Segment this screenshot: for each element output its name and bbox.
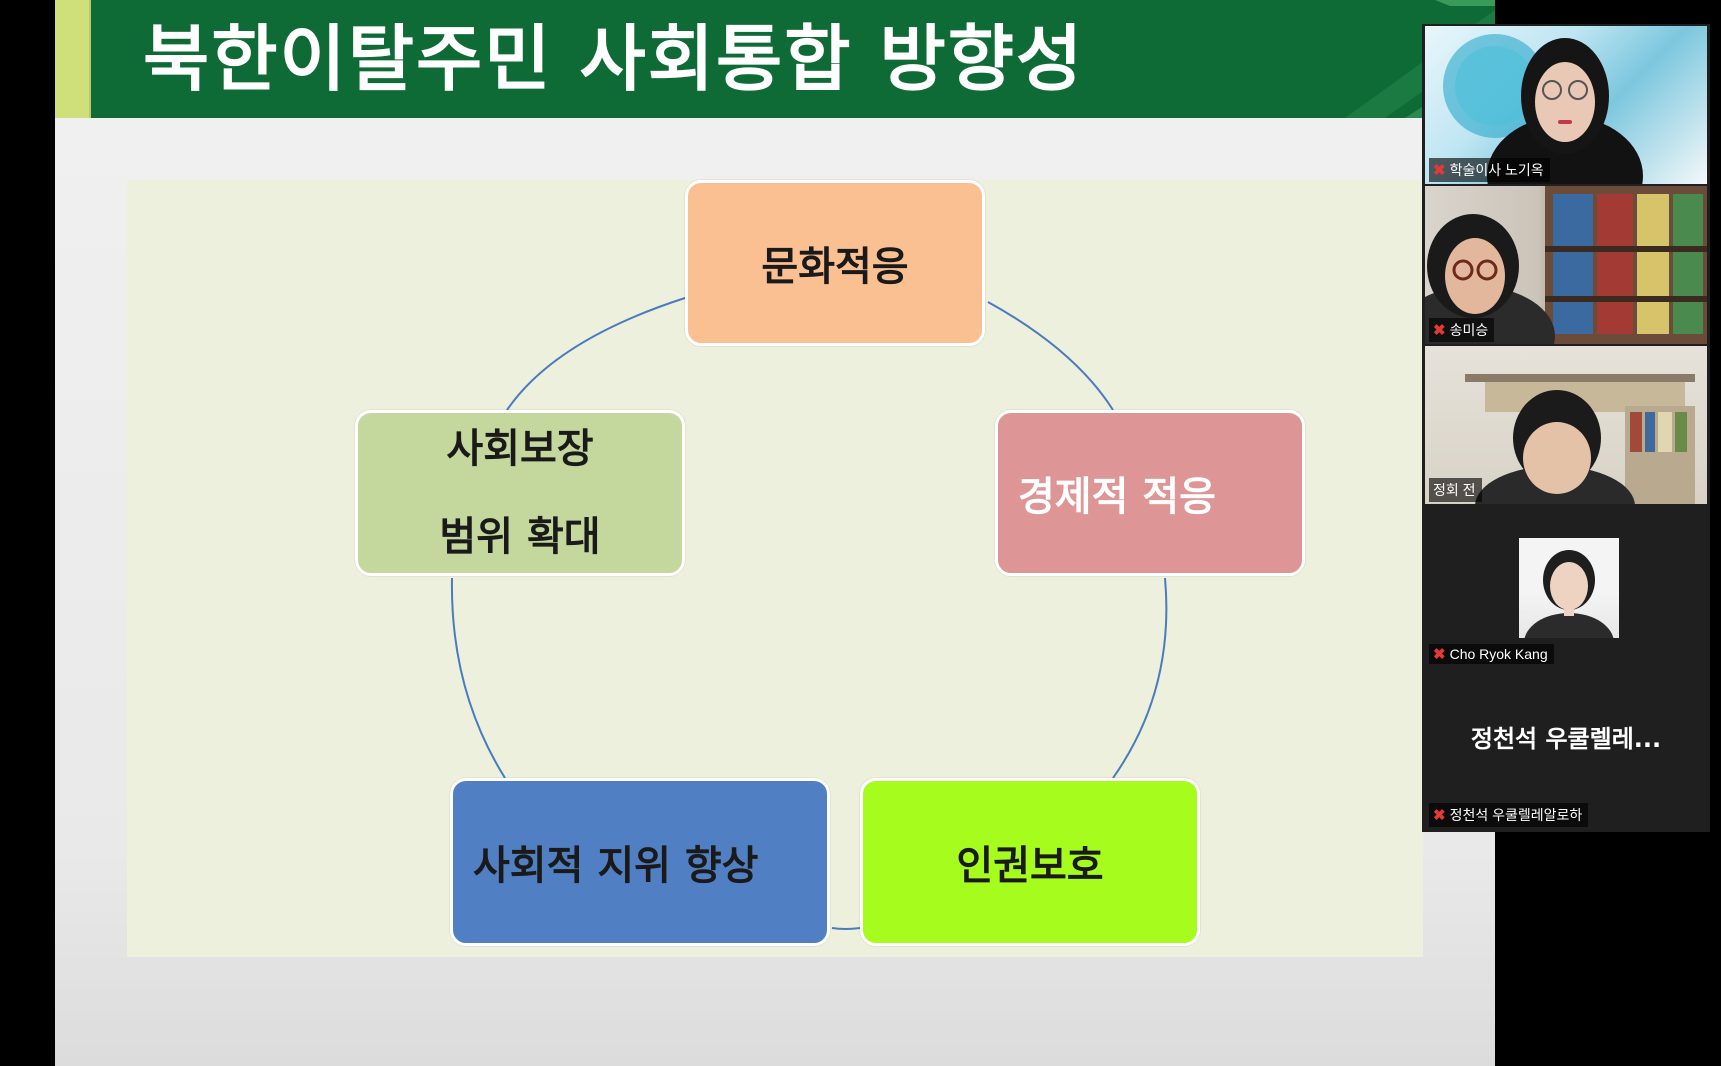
presentation-slide: 북한이탈주민 사회통합 방향성 문화적응 경제적 적응 인권보호 사회적 지위 … <box>55 0 1495 1066</box>
title-accent-divider <box>89 0 91 118</box>
profile-picture <box>1519 538 1619 638</box>
node-label: 인권보호 <box>956 843 1104 889</box>
participant-tile[interactable]: ✖ 송미승 <box>1425 186 1707 344</box>
muted-mic-icon: ✖ <box>1433 806 1446 824</box>
participant-name: 송미승 <box>1449 322 1489 338</box>
participant-name-tag: 정회 전 <box>1429 478 1482 502</box>
muted-mic-icon: ✖ <box>1433 321 1446 339</box>
participant-display-name: 정천석 우쿨렐레... <box>1470 725 1662 753</box>
participant-video <box>1425 26 1707 184</box>
arc-rights-status <box>831 927 861 930</box>
arc-economic-rights <box>1112 577 1168 779</box>
participant-video <box>1425 186 1707 344</box>
video-frame <box>1465 374 1695 504</box>
node-label: 경제적 적응 <box>1018 474 1216 520</box>
node-economic-adaptation: 경제적 적응 <box>995 410 1305 576</box>
muted-mic-icon: ✖ <box>1433 161 1446 179</box>
participant-name-tag: ✖ 송미승 <box>1429 318 1495 342</box>
node-label: 문화적응 <box>761 244 909 290</box>
participant-name-tag: ✖ Cho Ryok Kang <box>1429 644 1554 664</box>
muted-mic-icon: ✖ <box>1433 645 1446 663</box>
participant-name-tag: ✖ 학술이사 노기옥 <box>1429 158 1550 182</box>
node-label-line1: 사회보장 <box>446 426 594 472</box>
cycle-arrows <box>450 297 1168 930</box>
arc-culture-economic <box>987 301 1114 411</box>
video-frame <box>1425 186 1707 344</box>
video-frame <box>1443 34 1643 184</box>
participant-name: Cho Ryok Kang <box>1449 646 1548 662</box>
participant-name: 정회 전 <box>1433 482 1476 498</box>
participant-tile[interactable]: 정천석 우쿨렐레... ✖ 정천석 우쿨렐레알로하 <box>1425 669 1707 829</box>
video-gallery-panel: ✖ 학술이사 노기옥 ✖ 송미승 <box>1422 24 1710 832</box>
participant-name-tag: ✖ 정천석 우쿨렐레알로하 <box>1429 803 1589 827</box>
node-label: 사회적 지위 향상 <box>473 843 759 889</box>
participant-tile[interactable]: ✖ 학술이사 노기옥 <box>1425 26 1707 184</box>
node-label-group: 사회보장 범위 확대 <box>439 405 600 581</box>
node-human-rights: 인권보호 <box>860 778 1200 946</box>
participant-name: 학술이사 노기옥 <box>1449 162 1544 178</box>
title-accent-stripe <box>55 0 89 118</box>
arc-status-security <box>450 577 506 779</box>
participant-video <box>1425 346 1707 504</box>
node-cultural-adaptation: 문화적응 <box>685 180 985 346</box>
participant-tile[interactable]: 정회 전 <box>1425 346 1707 504</box>
participant-name: 정천석 우쿨렐레알로하 <box>1449 807 1583 823</box>
arc-security-culture <box>506 297 686 411</box>
participant-tile[interactable]: ✖ Cho Ryok Kang <box>1425 508 1707 666</box>
avatar <box>1524 550 1614 638</box>
node-label-line2: 범위 확대 <box>439 514 601 560</box>
node-social-security: 사회보장 범위 확대 <box>355 410 685 576</box>
node-social-status: 사회적 지위 향상 <box>450 778 830 946</box>
slide-title: 북한이탈주민 사회통합 방향성 <box>143 17 1085 101</box>
